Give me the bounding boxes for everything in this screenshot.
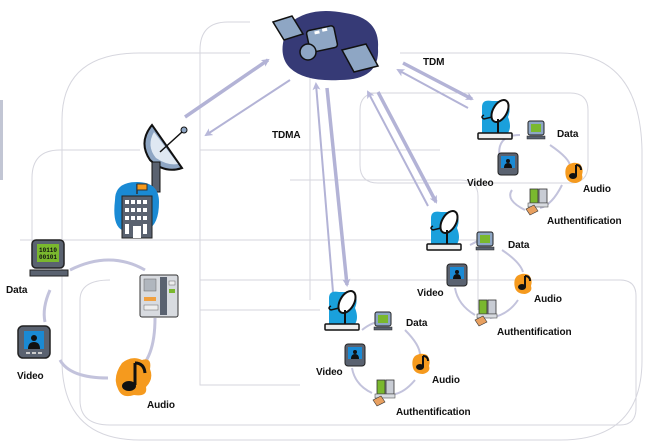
vsat-terminal-3 bbox=[324, 290, 430, 407]
hub-audio-icon bbox=[115, 358, 152, 397]
satellite-panel-right bbox=[340, 43, 380, 73]
arrow-t1-up bbox=[396, 69, 469, 109]
satellite-body bbox=[305, 25, 339, 53]
vsat-dish-icon bbox=[477, 99, 513, 140]
frame-mid-h2 bbox=[79, 279, 637, 426]
vsat-dish-icon bbox=[426, 210, 462, 251]
hub-ring-video-audio bbox=[58, 359, 109, 380]
left-edge-strip bbox=[0, 100, 3, 180]
hub-ring-data-video bbox=[42, 289, 52, 323]
frame-outer bbox=[61, 52, 643, 441]
t3-audio-label: Audio bbox=[432, 375, 460, 386]
ring-t3 bbox=[351, 321, 421, 395]
arrow-hub-up bbox=[184, 58, 270, 119]
hub-server-icon bbox=[139, 274, 179, 318]
satellite-dish bbox=[299, 43, 317, 61]
vsat-dish-icon bbox=[324, 290, 360, 331]
hub-dish-icon bbox=[143, 123, 188, 193]
audio-icon bbox=[514, 273, 532, 294]
arrow-t2-up bbox=[367, 90, 429, 207]
video-icon bbox=[446, 263, 468, 287]
t2-auth-label: Authentification bbox=[497, 327, 572, 338]
vsat-terminal-2 bbox=[426, 210, 532, 327]
tdma-label: TDMA bbox=[272, 130, 301, 141]
background-frames bbox=[20, 21, 643, 441]
authentication-icon bbox=[525, 188, 549, 216]
frame-inner-left bbox=[31, 149, 140, 260]
frame-vsat1 bbox=[359, 92, 589, 184]
data-computer-icon bbox=[526, 120, 546, 140]
data-computer-icon bbox=[373, 311, 393, 331]
audio-icon bbox=[565, 162, 583, 183]
svg-text:10110: 10110 bbox=[39, 247, 57, 254]
hub-ring-data-storage bbox=[69, 258, 146, 272]
t2-data-label: Data bbox=[508, 240, 530, 251]
t3-video-label: Video bbox=[316, 367, 343, 378]
links bbox=[184, 58, 474, 293]
arrow-t2-down bbox=[376, 91, 438, 204]
arrow-t1-down bbox=[402, 61, 474, 101]
building-icon bbox=[114, 182, 159, 239]
svg-text:00101: 00101 bbox=[39, 254, 57, 261]
t2-video-label: Video bbox=[417, 288, 444, 299]
tdm-label: TDM bbox=[423, 57, 445, 68]
hub-data-label: Data bbox=[6, 285, 28, 296]
vsat-terminal-1 bbox=[477, 99, 583, 216]
authentication-icon bbox=[372, 379, 396, 407]
hub-audio-label: Audio bbox=[147, 400, 175, 411]
arrow-hub-down bbox=[204, 79, 291, 137]
t3-auth-label: Authentification bbox=[396, 407, 471, 418]
arrow-t3-up bbox=[312, 82, 334, 293]
satellite-panel-left bbox=[271, 15, 305, 41]
t3-data-label: Data bbox=[406, 318, 428, 329]
authentication-icon bbox=[474, 299, 498, 327]
audio-icon bbox=[412, 353, 430, 374]
frame-top-left bbox=[199, 21, 300, 386]
t1-video-label: Video bbox=[467, 178, 494, 189]
satellite-icon bbox=[271, 10, 380, 81]
arrow-t3-down bbox=[325, 87, 351, 287]
video-icon bbox=[497, 152, 519, 176]
frame-vsat2 bbox=[290, 179, 479, 310]
t2-audio-label: Audio bbox=[534, 294, 562, 305]
video-icon bbox=[344, 343, 366, 367]
hub-video-icon bbox=[17, 325, 51, 359]
t1-audio-label: Audio bbox=[583, 184, 611, 195]
ring-t1 bbox=[498, 134, 572, 211]
hub-data-icon: 10110 00101 bbox=[29, 239, 69, 277]
t1-auth-label: Authentification bbox=[547, 216, 622, 227]
data-computer-icon bbox=[475, 231, 495, 251]
hub-video-label: Video bbox=[17, 371, 44, 382]
t1-data-label: Data bbox=[557, 129, 579, 140]
